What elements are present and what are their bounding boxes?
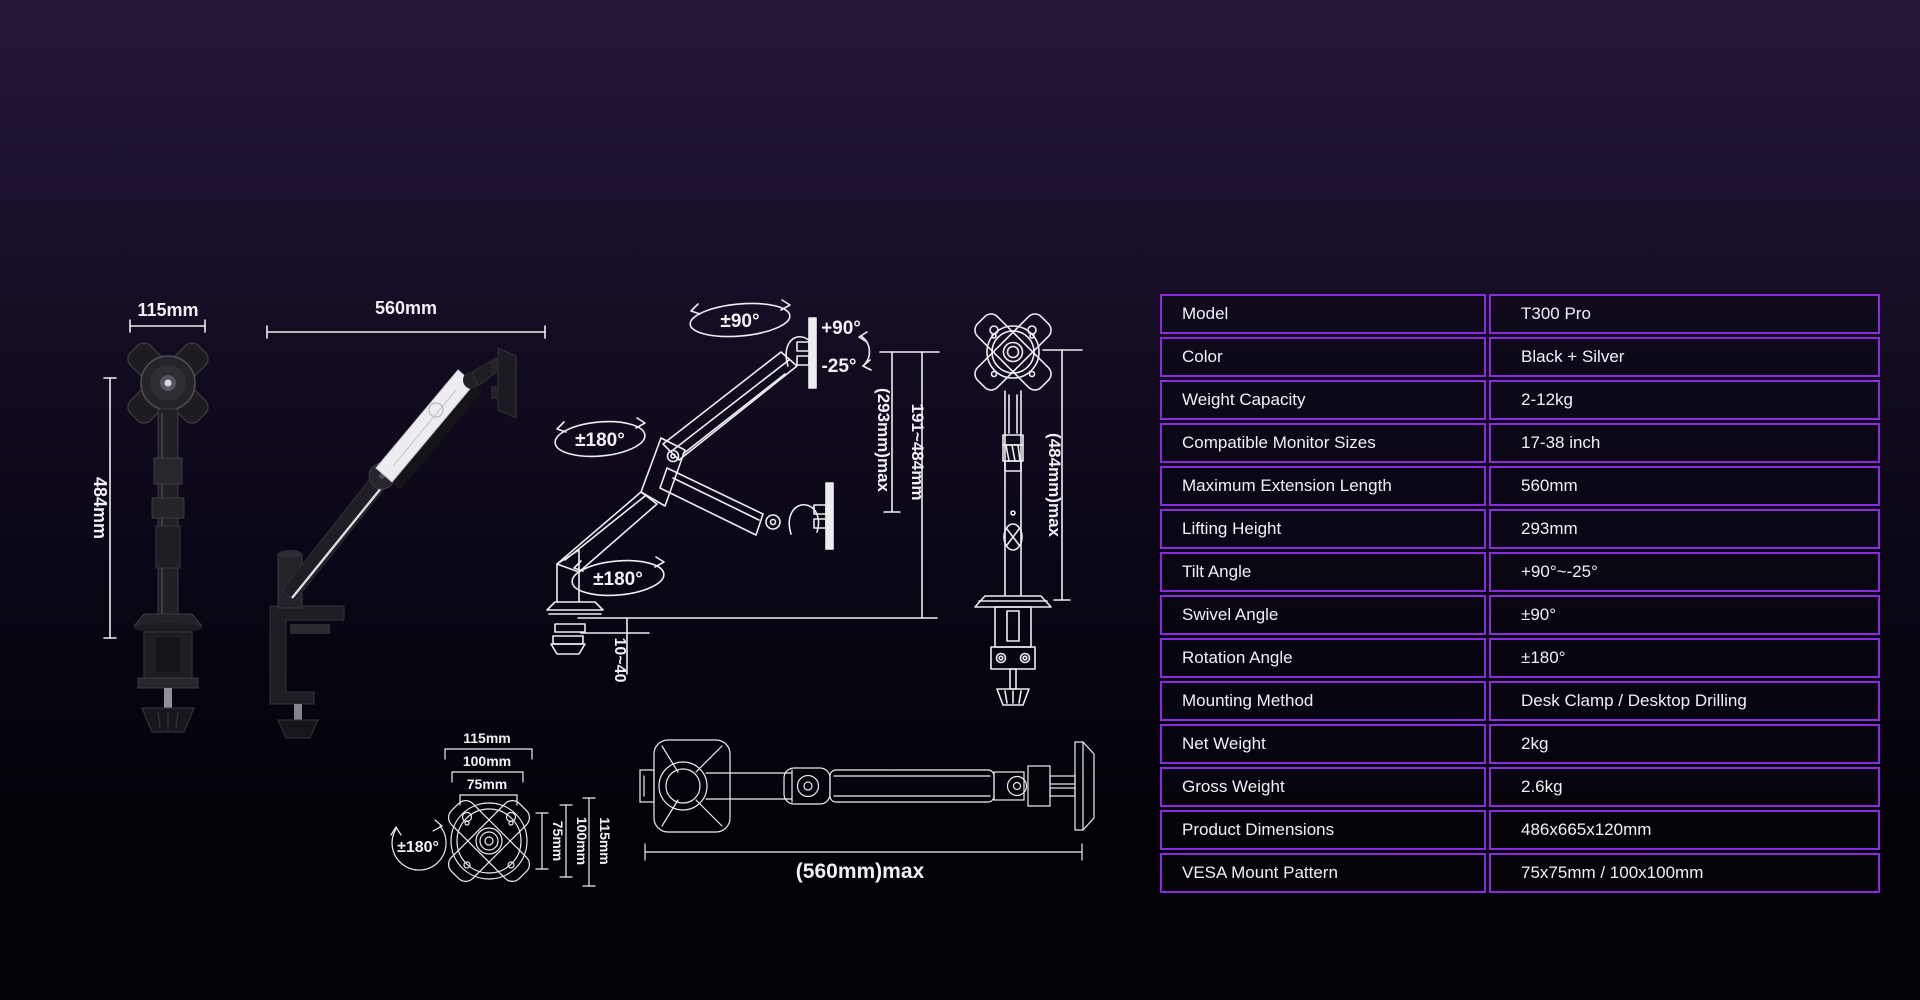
spec-label: Swivel Angle — [1160, 595, 1486, 635]
spec-label: Lifting Height — [1160, 509, 1486, 549]
height-range-label: 191~484mm — [908, 404, 927, 501]
table-row: VESA Mount Pattern 75x75mm / 100x100mm — [1160, 853, 1880, 893]
spec-value: ±90° — [1489, 595, 1880, 635]
spec-value: Desk Clamp / Desktop Drilling — [1489, 681, 1880, 721]
vesa-plate-drawing — [390, 748, 596, 887]
spec-label: Weight Capacity — [1160, 380, 1486, 420]
table-row: Rotation Angle ±180° — [1160, 638, 1880, 678]
pole-drawing — [974, 313, 1083, 706]
pole-view-diagram: (484mm)max — [974, 313, 1083, 706]
vesa-plate-diagram: 115mm 100mm 75mm 75mm 100mm 115mm ±180° — [390, 730, 613, 887]
articulation-diagram: ±90° ±180° ±180° +90° -25° (293mm)max 19… — [546, 299, 940, 683]
desk-thickness-label: 10~40 — [611, 638, 628, 683]
spec-value: 2-12kg — [1489, 380, 1880, 420]
side-extension-label: 560mm — [375, 298, 437, 318]
spec-value: 2kg — [1489, 724, 1880, 764]
spec-value: ±180° — [1489, 638, 1880, 678]
spec-value: 486x665x120mm — [1489, 810, 1880, 850]
spec-label: Model — [1160, 294, 1486, 334]
arm-rotation-label: ±180° — [575, 430, 625, 451]
table-row: Color Black + Silver — [1160, 337, 1880, 377]
table-row: Model T300 Pro — [1160, 294, 1880, 334]
table-row: Tilt Angle +90°~-25° — [1160, 552, 1880, 592]
spec-value: 75x75mm / 100x100mm — [1489, 853, 1880, 893]
top-view-extension-label: (560mm)max — [796, 860, 925, 883]
spec-value: T300 Pro — [1489, 294, 1880, 334]
front-view-render — [127, 342, 209, 733]
spec-value: 560mm — [1489, 466, 1880, 506]
articulation-drawing — [546, 299, 940, 675]
spec-label: VESA Mount Pattern — [1160, 853, 1486, 893]
swivel-angle-label: ±90° — [720, 311, 759, 332]
spec-label: Mounting Method — [1160, 681, 1486, 721]
vesa-side-dim-75: 75mm — [550, 821, 566, 861]
tilt-up-label: +90° — [821, 318, 861, 339]
spec-label: Rotation Angle — [1160, 638, 1486, 678]
spec-value: 293mm — [1489, 509, 1880, 549]
front-width-label: 115mm — [137, 300, 198, 320]
vesa-top-dim-75: 75mm — [467, 776, 507, 792]
lift-range-label: (293mm)max — [874, 388, 893, 492]
table-row: Swivel Angle ±90° — [1160, 595, 1880, 635]
table-row: Maximum Extension Length 560mm — [1160, 466, 1880, 506]
front-view-diagram: 115mm 484mm — [90, 300, 209, 733]
spec-label: Gross Weight — [1160, 767, 1486, 807]
table-row: Net Weight 2kg — [1160, 724, 1880, 764]
pole-height-label: (484mm)max — [1045, 433, 1064, 537]
table-row: Product Dimensions 486x665x120mm — [1160, 810, 1880, 850]
table-row: Mounting Method Desk Clamp / Desktop Dri… — [1160, 681, 1880, 721]
spec-label: Color — [1160, 337, 1486, 377]
table-row: Weight Capacity 2-12kg — [1160, 380, 1880, 420]
front-height-label: 484mm — [90, 477, 110, 539]
top-view-drawing — [639, 739, 1095, 861]
spec-label: Compatible Monitor Sizes — [1160, 423, 1486, 463]
vesa-side-dim-115: 115mm — [597, 817, 613, 864]
vesa-top-dim-100: 100mm — [463, 753, 511, 769]
side-view-diagram: 560mm — [266, 298, 546, 739]
table-row: Lifting Height 293mm — [1160, 509, 1880, 549]
table-row: Compatible Monitor Sizes 17-38 inch — [1160, 423, 1880, 463]
spec-label: Maximum Extension Length — [1160, 466, 1486, 506]
side-view-render — [269, 347, 517, 739]
spec-value: +90°~-25° — [1489, 552, 1880, 592]
vesa-side-dim-100: 100mm — [574, 817, 590, 865]
table-row: Gross Weight 2.6kg — [1160, 767, 1880, 807]
tilt-down-label: -25° — [821, 356, 856, 377]
spec-table: Model T300 Pro Color Black + Silver Weig… — [1157, 291, 1883, 896]
spec-label: Net Weight — [1160, 724, 1486, 764]
spec-value: Black + Silver — [1489, 337, 1880, 377]
vesa-rotation-label: ±180° — [397, 839, 439, 856]
spec-value: 17-38 inch — [1489, 423, 1880, 463]
spec-label: Tilt Angle — [1160, 552, 1486, 592]
top-view-diagram: (560mm)max — [639, 739, 1095, 883]
base-rotation-label: ±180° — [593, 569, 643, 590]
spec-label: Product Dimensions — [1160, 810, 1486, 850]
vesa-top-dim-115: 115mm — [463, 730, 510, 746]
spec-value: 2.6kg — [1489, 767, 1880, 807]
